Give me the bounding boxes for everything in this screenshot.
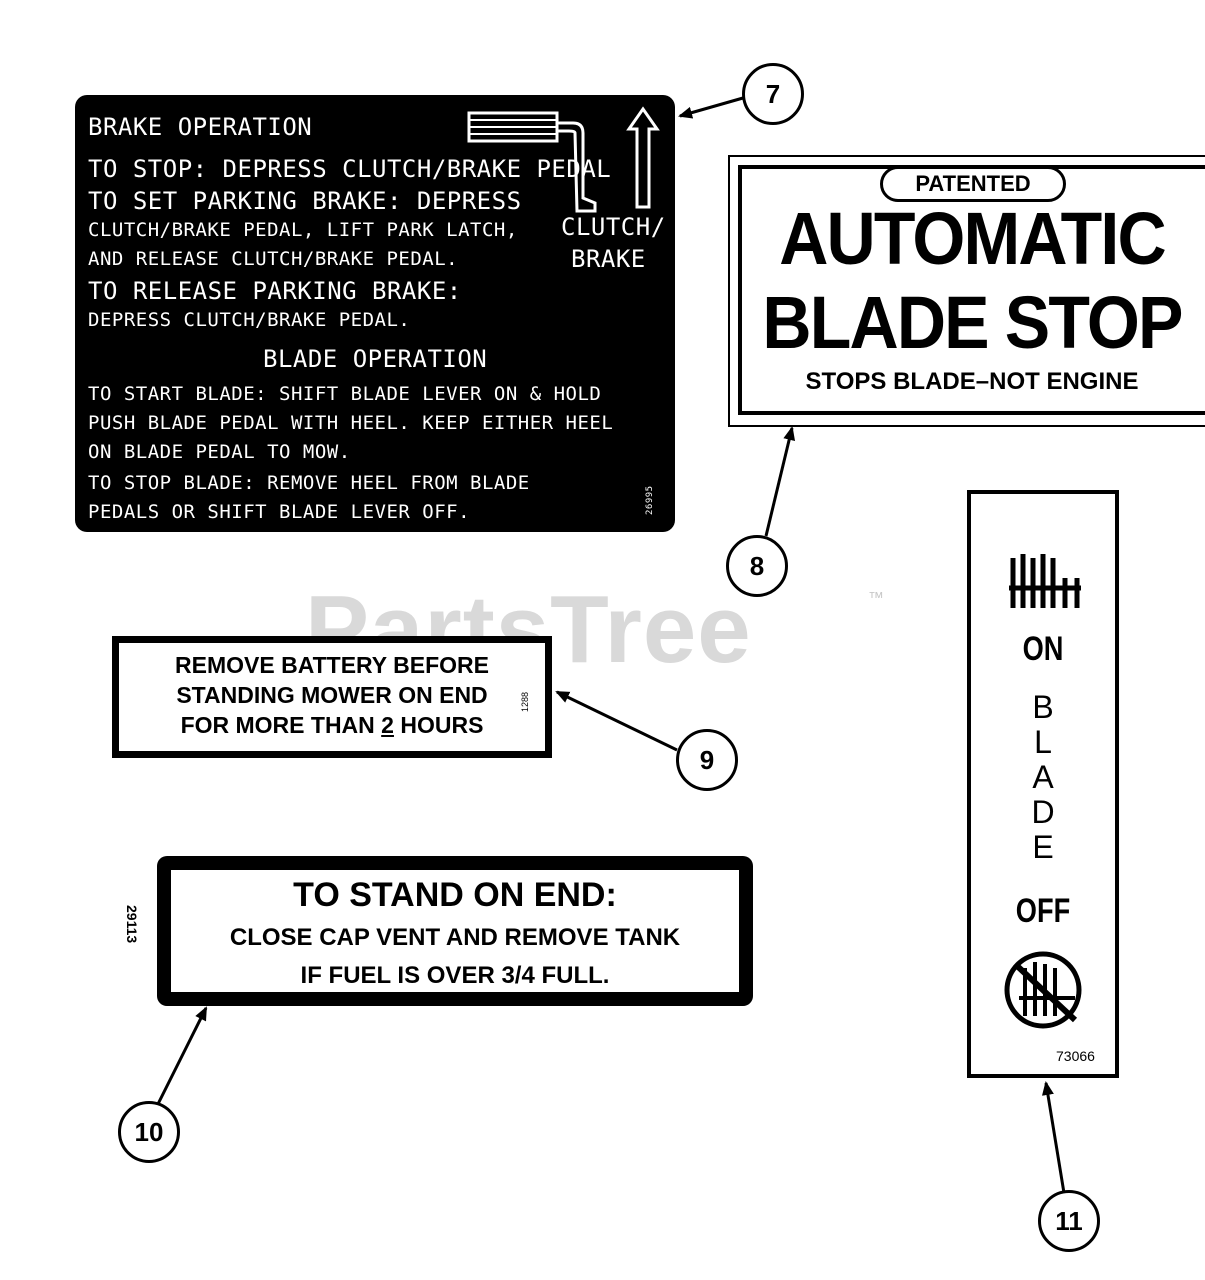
decal-line: PUSH BLADE PEDAL WITH HEEL. KEEP EITHER …	[88, 412, 614, 434]
decal-line: TO SET PARKING BRAKE: DEPRESS	[88, 187, 522, 215]
blade-letter: D	[1031, 794, 1055, 830]
decal-line: TO RELEASE PARKING BRAKE:	[88, 277, 462, 305]
brake-operation-title: BRAKE OPERATION	[88, 113, 313, 141]
decal-line: IF FUEL IS OVER 3/4 FULL.	[300, 962, 610, 989]
part-number: 73066	[1056, 1048, 1095, 1064]
hours-number: 2	[381, 712, 394, 738]
patented-badge: PATENTED	[880, 166, 1066, 202]
leader-11	[1042, 1081, 1066, 1194]
decal-line: TO STOP BLADE: REMOVE HEEL FROM BLADE	[88, 472, 530, 494]
decal-text: FOR MORE THAN	[180, 712, 382, 738]
leader-9	[555, 690, 678, 752]
callout-10: 10	[118, 1101, 180, 1163]
blade-letter: A	[1032, 759, 1054, 795]
decal-headline: TO STAND ON END:	[293, 876, 617, 914]
part-number: 29113	[124, 905, 140, 944]
callout-8: 8	[726, 535, 788, 597]
brake-label: BRAKE	[571, 245, 646, 273]
decal-line: ON BLADE PEDAL TO MOW.	[88, 441, 351, 463]
blade-off-icon	[1004, 951, 1082, 1029]
blade-vertical-label: B L A D E	[967, 690, 1119, 865]
blade-operation-title: BLADE OPERATION	[263, 345, 488, 373]
blade-letter: E	[1032, 829, 1054, 865]
decal-line: FOR MORE THAN 2 HOURS	[122, 712, 542, 739]
leader-10	[156, 1006, 208, 1105]
clutch-pedal-lever-icon	[467, 106, 660, 213]
leader-8	[764, 426, 796, 537]
callout-9: 9	[676, 729, 738, 791]
decal-line: CLOSE CAP VENT AND REMOVE TANK	[229, 924, 681, 951]
clutch-label: CLUTCH/	[561, 213, 666, 241]
leader-7	[678, 96, 744, 119]
blade-letter: B	[1032, 689, 1054, 725]
decal-line: STANDING MOWER ON END	[176, 682, 488, 708]
decal-line: TO STOP: DEPRESS CLUTCH/BRAKE PEDAL	[88, 155, 612, 183]
callout-11: 11	[1038, 1190, 1100, 1252]
decal-headline: AUTOMATIC	[779, 197, 1166, 280]
blade-letter: L	[1034, 724, 1052, 760]
part-number: 26995	[645, 485, 655, 515]
trademark-symbol: ™	[868, 590, 884, 607]
decal-line: DEPRESS CLUTCH/BRAKE PEDAL.	[88, 309, 411, 331]
brake-blade-operation-decal: BRAKE OPERATION TO STOP: DEPRESS CLUTCH/…	[75, 95, 675, 532]
callout-7: 7	[742, 63, 804, 125]
decal-text: HOURS	[393, 712, 484, 738]
blade-on-icon	[1009, 554, 1081, 608]
on-label: ON	[1022, 630, 1064, 668]
stand-on-end-decal	[157, 856, 753, 1006]
decal-line: PEDALS OR SHIFT BLADE LEVER OFF.	[88, 501, 471, 523]
decal-line: TO START BLADE: SHIFT BLADE LEVER ON & H…	[88, 383, 602, 405]
decal-subline: STOPS BLADE–NOT ENGINE	[805, 368, 1139, 395]
part-number: 1288	[520, 691, 530, 712]
decal-line: AND RELEASE CLUTCH/BRAKE PEDAL.	[88, 248, 459, 270]
remove-battery-decal	[112, 636, 552, 758]
decal-line: CLUTCH/BRAKE PEDAL, LIFT PARK LATCH,	[88, 219, 518, 241]
decal-line: REMOVE BATTERY BEFORE	[175, 652, 489, 678]
decal-headline: BLADE STOP	[762, 281, 1183, 364]
off-label: OFF	[1015, 892, 1071, 930]
